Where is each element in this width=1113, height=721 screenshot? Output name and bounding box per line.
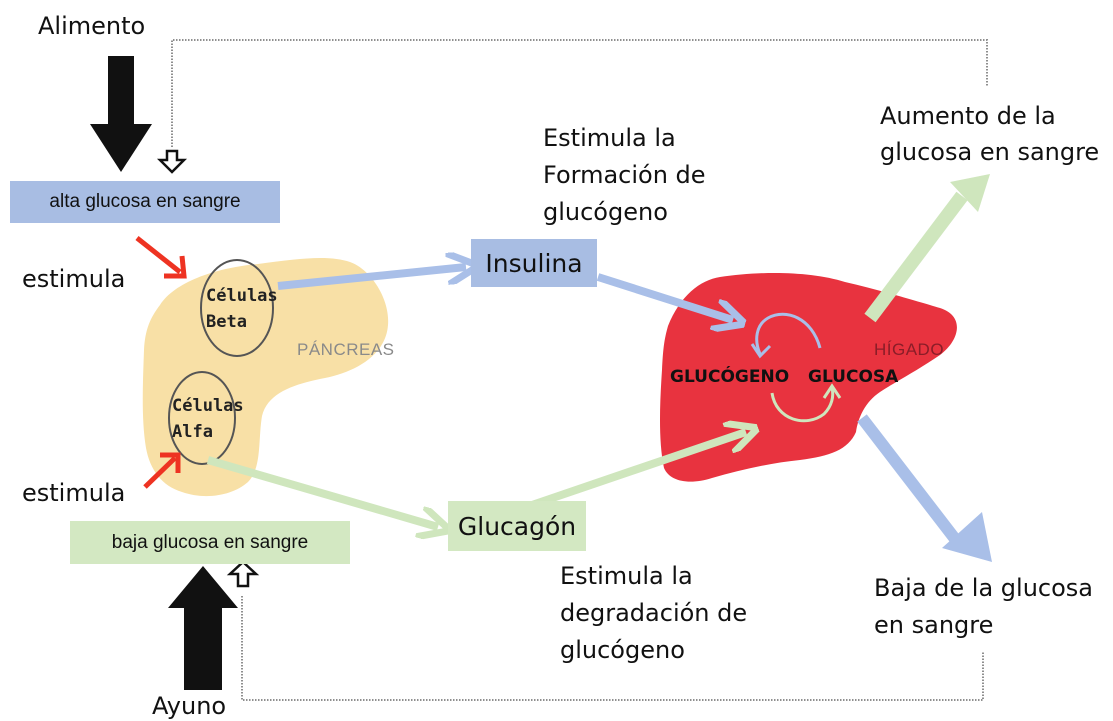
glucagon-box: Glucagón [448,501,586,551]
insulin-to-liver-arrow-icon [596,273,733,320]
beta-to-insulin-arrow-icon [277,267,466,290]
stimulates-label-bottom: estimula [22,479,126,507]
cycle-arrow-bottom-icon [770,387,835,423]
raise-glucose-label: Aumento de la glucosa en sangre [880,102,1100,166]
liver-to-high-glucose-arrow-icon [864,191,968,323]
food-label: Alimento [38,12,146,40]
alpha-to-glucagon-arrow-icon [206,456,438,527]
glucose-label: GLUCOSA [808,367,899,387]
liver-label: HÍGADO [874,340,945,359]
glucagon-to-liver-arrow-icon [530,432,746,509]
red-arrow-top-icon [135,236,187,279]
lower-glucose-label: Baja de la glucosa en sangre [874,574,1094,639]
pancreas-shape [142,257,389,497]
red-arrow-bottom-icon [143,452,181,489]
cycle-arrow-top-head-icon [750,343,772,359]
low-glucose-box: baja glucosa en sangre [70,521,350,564]
stimulates-formation-label: Estimula la Formación de glucógeno [543,124,706,226]
hollow-up-arrow-icon [226,560,260,588]
glycogen-label: GLUCÓGENO [670,367,790,387]
alpha-cells-circle [168,371,236,465]
stimulates-label-top: estimula [22,265,126,293]
hollow-down-arrow-icon [156,149,188,174]
high-glucose-box: alta glucosa en sangre [10,181,280,223]
cycle-arrow-top-icon [755,312,822,355]
pancreas-label: PÁNCREAS [297,340,395,359]
black-up-arrow-icon [168,566,238,690]
insulin-box: Insulina [471,239,597,287]
liver-to-low-glucose-arrow-icon [857,414,967,552]
liver-to-high-glucose-head-icon [950,174,990,212]
alpha-cells-label: Células Alfa [172,396,244,442]
liver-to-low-glucose-head-icon [942,512,992,562]
stimulates-breakdown-label: Estimula la degradación de glucógeno [560,562,748,664]
fasting-label: Ayuno [152,692,227,720]
beta-cells-circle [200,259,274,357]
feedback-line-bottom [241,596,984,701]
beta-cells-label: Células Beta [206,286,278,332]
feedback-line-top [171,39,988,147]
cycle-arrow-bottom-head-icon [822,383,842,399]
black-down-arrow-icon [90,56,152,172]
